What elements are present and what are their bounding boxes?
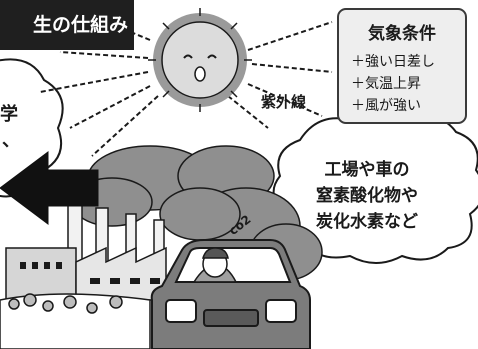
left-cloud-text-2: 、 — [2, 130, 20, 151]
emissions-line: 窒素酸化物や — [316, 186, 418, 206]
condition-item: ＋強い日差し — [351, 54, 435, 70]
emissions-line: 工場や車の — [324, 160, 410, 180]
driver-icon — [192, 247, 248, 283]
factory-icon — [0, 195, 167, 349]
title-banner: 生の仕組み — [0, 0, 134, 50]
condition-item: ＋気温上昇 — [351, 76, 421, 92]
emissions-text: 工場や車の 窒素酸化物や 炭化水素など — [282, 157, 452, 235]
left-cloud-text-1: 学 — [0, 104, 18, 125]
sun-icon — [148, 8, 252, 112]
uv-label: 紫外線 — [261, 93, 307, 111]
condition-item: ＋風が強い — [351, 98, 421, 114]
weather-conditions-list: ＋強い日差し ＋気温上昇 ＋風が強い — [351, 51, 435, 117]
weather-conditions-box: 気象条件 ＋強い日差し ＋気温上昇 ＋風が強い — [337, 8, 467, 124]
car-icon — [150, 239, 311, 349]
emissions-line: 炭化水素など — [316, 212, 418, 232]
weather-conditions-title: 気象条件 — [368, 24, 436, 44]
arrow-left-icon — [0, 151, 99, 225]
